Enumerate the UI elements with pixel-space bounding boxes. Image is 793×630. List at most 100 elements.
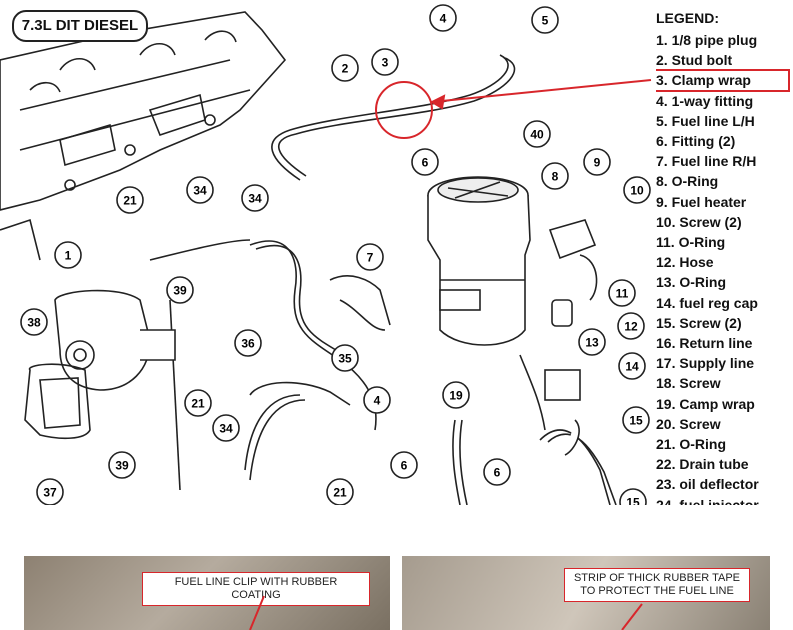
callout-39: 39	[166, 276, 194, 304]
callout-label: 4	[374, 394, 381, 408]
callout-label: 34	[219, 422, 233, 436]
legend-item: 6. Fitting (2)	[656, 133, 736, 150]
callout-label: 34	[248, 192, 262, 206]
callout-15: 15	[622, 406, 650, 434]
callout-11: 11	[608, 279, 636, 307]
callout-6: 6	[483, 458, 511, 486]
callout-21: 21	[184, 389, 212, 417]
photo-caption-clip: FUEL LINE CLIP WITH RUBBER COATING	[142, 572, 370, 606]
callout-35: 35	[331, 344, 359, 372]
legend-item: 13. O-Ring	[656, 274, 727, 291]
callout-label: 40	[530, 128, 544, 142]
callout-label: 15	[626, 496, 640, 506]
callout-label: 6	[401, 459, 408, 473]
legend-item: 18. Screw	[656, 375, 721, 392]
legend-item: 5. Fuel line L/H	[656, 112, 755, 129]
callout-label: 15	[629, 414, 643, 428]
fuel-filter-housing	[427, 176, 531, 346]
callout-label: 11	[616, 287, 629, 301]
legend-item: 12. Hose	[656, 254, 714, 271]
callout-label: 19	[449, 389, 463, 403]
callout-38: 38	[20, 308, 48, 336]
callout-label: 10	[630, 184, 644, 198]
legend-item: 16. Return line	[656, 335, 753, 352]
photo-caption-tape: STRIP OF THICK RUBBER TAPE TO PROTECT TH…	[564, 568, 750, 602]
photo-caption-tape-line2: TO PROTECT THE FUEL LINE	[580, 585, 734, 597]
clamp-wrap-highlight	[375, 79, 652, 139]
callout-label: 2	[342, 62, 349, 76]
callout-label: 21	[123, 194, 137, 208]
callout-label: 39	[173, 284, 187, 298]
photo-caption-tape-line1: STRIP OF THICK RUBBER TAPE	[573, 572, 741, 584]
legend-item: 19. Camp wrap	[656, 395, 755, 412]
gasket	[24, 363, 91, 440]
callout-label: 6	[494, 466, 501, 480]
callout-37: 37	[36, 478, 64, 506]
callout-label: 3	[382, 56, 389, 70]
callout-14: 14	[618, 352, 646, 380]
callout-13: 13	[578, 328, 606, 356]
callout-39: 39	[108, 451, 136, 479]
callout-40: 40	[523, 120, 551, 148]
callout-label: 7	[367, 251, 374, 265]
callout-label: 14	[625, 360, 639, 374]
callout-label: 12	[624, 320, 638, 334]
callout-4: 4	[429, 4, 457, 32]
callout-7: 7	[356, 243, 384, 271]
callout-label: 37	[43, 486, 57, 500]
legend-item: 14. fuel reg cap	[656, 294, 758, 311]
photo-rubber-tape: STRIP OF THICK RUBBER TAPE TO PROTECT TH…	[402, 556, 770, 630]
legend-item: 23. oil deflector	[656, 476, 759, 493]
callout-label: 5	[542, 14, 549, 28]
legend-item: 15. Screw (2)	[656, 314, 742, 331]
photo-pointer-right	[621, 603, 643, 630]
callout-34: 34	[212, 414, 240, 442]
callout-label: 38	[27, 316, 41, 330]
legend-item: 8. O-Ring	[656, 173, 719, 190]
legend-item: 9. Fuel heater	[656, 193, 747, 210]
legend-item: 2. Stud bolt	[656, 52, 733, 69]
callout-8: 8	[541, 162, 569, 190]
engine-block	[0, 11, 287, 261]
callout-label: 9	[594, 156, 601, 170]
callout-12: 12	[617, 312, 645, 340]
legend-title: LEGEND:	[656, 10, 719, 26]
callout-2: 2	[331, 54, 359, 82]
callout-4: 4	[363, 386, 391, 414]
injection-pump	[54, 289, 176, 391]
callout-6: 6	[390, 451, 418, 479]
callout-21: 21	[116, 186, 144, 214]
callout-label: 39	[115, 459, 129, 473]
legend-item: 1. 1/8 pipe plug	[656, 32, 758, 48]
legend-item: 22. Drain tube	[656, 456, 749, 473]
callout-36: 36	[234, 329, 262, 357]
callout-15: 15	[619, 488, 647, 516]
callout-label: 13	[585, 336, 599, 350]
callout-label: 35	[338, 352, 352, 366]
callout-6: 6	[411, 148, 439, 176]
callout-34: 34	[186, 176, 214, 204]
callout-34: 34	[241, 184, 269, 212]
legend-item: 17. Supply line	[656, 355, 755, 372]
legend-item: 24. fuel injector	[656, 496, 759, 505]
photo-pointer-left	[249, 595, 265, 630]
legend-item: 3. Clamp wrap	[656, 69, 790, 92]
legend-item: 4. 1-way fitting	[656, 92, 754, 109]
legend-item: 11. O-Ring	[656, 234, 726, 251]
legend-item: 10. Screw (2)	[656, 213, 742, 230]
photo-fuel-line-clip: FUEL LINE CLIP WITH RUBBER COATING	[24, 556, 390, 630]
callout-label: 34	[193, 184, 207, 198]
legend-item: 7. Fuel line R/H	[656, 153, 757, 170]
callout-label: 8	[552, 170, 559, 184]
legend-item: 20. Screw	[656, 415, 721, 432]
callout-5: 5	[531, 6, 559, 34]
callout-3: 3	[371, 48, 399, 76]
callout-19: 19	[442, 381, 470, 409]
diagram-title: 7.3L DIT DIESEL	[12, 10, 148, 42]
callout-label: 1	[65, 249, 72, 263]
